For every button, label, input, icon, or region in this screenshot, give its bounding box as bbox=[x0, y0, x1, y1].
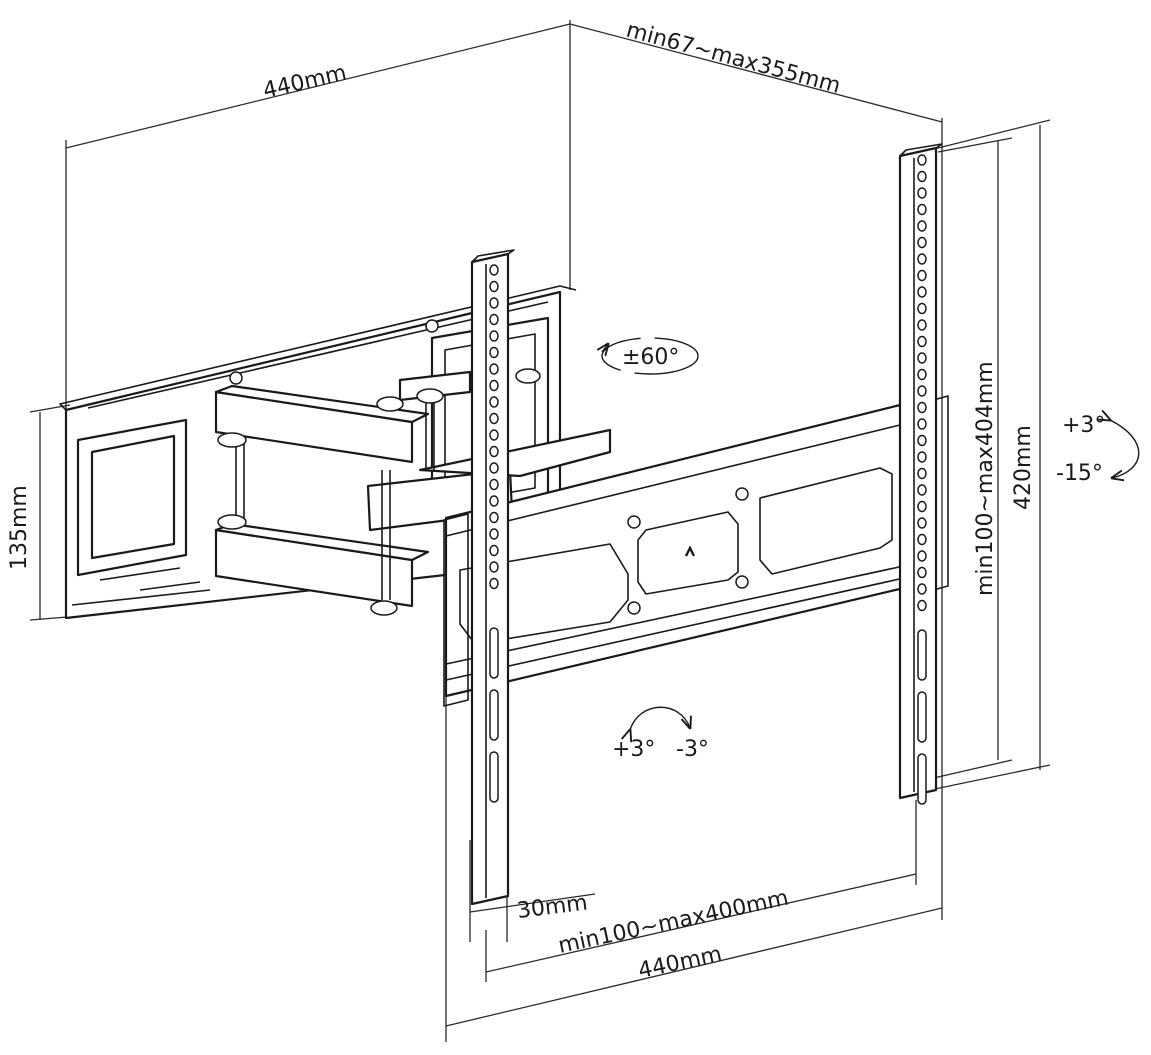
level-plus-label: +3° bbox=[612, 737, 655, 762]
bracket-slot bbox=[489, 627, 499, 679]
bracket-hole bbox=[489, 561, 499, 573]
bracket-hole bbox=[917, 302, 927, 315]
bracket-slot bbox=[917, 753, 927, 805]
bracket-hole bbox=[917, 220, 927, 232]
bracket-hole bbox=[917, 154, 927, 166]
horizontal-hole-range-label: min100~max400mm bbox=[556, 886, 791, 959]
bracket-slot bbox=[489, 751, 499, 803]
bracket-hole bbox=[489, 544, 499, 557]
bracket-hole bbox=[917, 533, 927, 546]
bracket-hole bbox=[489, 511, 499, 524]
bracket-hole bbox=[917, 335, 927, 348]
wall-plate-height-label: 135mm bbox=[7, 485, 32, 570]
bracket-hole bbox=[489, 330, 499, 342]
tilt-down-label: -15° bbox=[1056, 461, 1103, 486]
offset-label: 30mm bbox=[516, 891, 589, 924]
bracket-hole bbox=[489, 462, 499, 474]
bracket-hole bbox=[917, 286, 927, 298]
bracket-slot bbox=[917, 629, 927, 681]
bracket-hole bbox=[917, 599, 927, 612]
bracket-hole bbox=[489, 478, 499, 491]
bracket-hole bbox=[489, 495, 499, 507]
bracket-hole bbox=[489, 297, 499, 309]
bracket-hole bbox=[917, 467, 927, 480]
bracket-hole bbox=[917, 566, 927, 579]
bracket-hole bbox=[917, 385, 927, 397]
bracket-hole bbox=[917, 253, 927, 265]
arm-extension-label: min67~max355mm bbox=[623, 18, 843, 99]
vertical-hole-range-label: min100~max404mm bbox=[973, 361, 998, 596]
bracket-height-label: 420mm bbox=[1011, 425, 1036, 510]
tilt-indicator bbox=[1110, 420, 1140, 478]
bracket-hole bbox=[489, 264, 499, 276]
bracket-hole bbox=[917, 583, 927, 595]
right-vertical-bracket bbox=[898, 143, 943, 805]
level-indicator bbox=[630, 706, 690, 730]
bracket-hole bbox=[917, 187, 927, 199]
bracket-hole bbox=[489, 445, 499, 458]
bracket-hole bbox=[489, 280, 499, 293]
tilt-up-label: +3° bbox=[1062, 413, 1105, 438]
bracket-hole bbox=[917, 500, 927, 513]
bracket-hole bbox=[917, 401, 927, 414]
bracket-hole bbox=[917, 236, 927, 249]
swing-arms bbox=[214, 368, 614, 616]
bracket-hole bbox=[917, 418, 927, 430]
bracket-width-label: 440mm bbox=[636, 942, 724, 984]
bracket-hole bbox=[917, 550, 927, 562]
bracket-hole bbox=[917, 517, 927, 529]
bracket-hole bbox=[489, 528, 499, 540]
bracket-hole bbox=[917, 484, 927, 496]
bracket-hole bbox=[917, 368, 927, 381]
bracket-hole bbox=[489, 429, 499, 441]
wall-plate-width-label: 440mm bbox=[261, 60, 349, 103]
bracket-hole bbox=[489, 363, 499, 375]
bracket-hole bbox=[917, 203, 927, 216]
bracket-hole bbox=[917, 269, 927, 282]
bracket-hole bbox=[917, 451, 927, 463]
dimension-lines bbox=[29, 20, 1051, 1042]
bracket-hole bbox=[917, 319, 927, 331]
bracket-hole bbox=[489, 379, 499, 392]
bracket-hole bbox=[489, 346, 499, 359]
bracket-hole bbox=[917, 170, 927, 183]
bracket-hole bbox=[489, 412, 499, 425]
swivel-angle-label: ±60° bbox=[622, 345, 679, 370]
bracket-hole bbox=[917, 434, 927, 447]
swivel-indicator bbox=[602, 337, 699, 375]
level-minus-label: -3° bbox=[676, 737, 709, 762]
bracket-hole bbox=[489, 396, 499, 408]
bracket-hole bbox=[489, 577, 499, 590]
bracket-slot bbox=[917, 691, 927, 743]
left-vertical-bracket bbox=[470, 249, 515, 906]
bracket-hole bbox=[489, 313, 499, 326]
bracket-hole bbox=[917, 352, 927, 364]
bracket-slot bbox=[489, 689, 499, 741]
